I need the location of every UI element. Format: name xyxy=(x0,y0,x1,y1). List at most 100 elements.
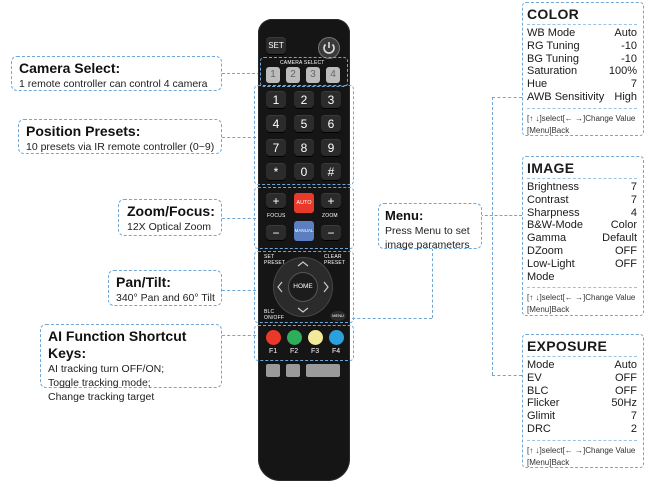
callout-title: Camera Select: xyxy=(19,60,121,76)
f1-button[interactable] xyxy=(266,330,281,345)
callout-position-presets: Position Presets: 10 presets via IR remo… xyxy=(18,119,222,154)
callout-title: Pan/Tilt: xyxy=(116,274,171,290)
camera-select-label: CAMERA SELECT xyxy=(280,60,325,66)
key-2[interactable]: 2 xyxy=(294,91,314,109)
panel-hint-line: [Menu]Back xyxy=(527,457,570,467)
setting-label: BLC xyxy=(527,384,549,397)
setting-value: Auto xyxy=(614,359,637,371)
setting-value: Default xyxy=(602,232,637,245)
key-0[interactable]: 0 xyxy=(294,163,314,181)
connector-menu-v xyxy=(432,248,433,318)
setting-label: AWB Sensitivity xyxy=(527,90,605,103)
blc-label: BLC ON/OFF xyxy=(264,309,285,321)
setting-label: DZoom xyxy=(527,244,564,257)
zoom-label: ZOOM xyxy=(322,213,338,219)
bracket-top xyxy=(492,97,522,98)
callout-title: AI Function Shortcut Keys: xyxy=(48,328,187,361)
callout-line: Press Menu to set xyxy=(385,225,470,237)
key-6[interactable]: 6 xyxy=(321,115,341,133)
setting-label: Mode xyxy=(527,270,555,283)
key-1[interactable]: 1 xyxy=(266,91,286,109)
key-7[interactable]: 7 xyxy=(266,139,286,157)
callout-camera-select: Camera Select: 1 remote controller can c… xyxy=(11,56,222,91)
zoom-minus-button[interactable]: − xyxy=(321,225,341,241)
callout-pan-tilt: Pan/Tilt: 340° Pan and 60° Tilt xyxy=(108,270,222,306)
key-8[interactable]: 8 xyxy=(294,139,314,157)
focus-plus-button[interactable]: + xyxy=(266,193,286,209)
key-9[interactable]: 9 xyxy=(321,139,341,157)
camera-2-button[interactable]: 2 xyxy=(286,67,300,83)
set-preset-label: SET PRESET xyxy=(264,254,286,266)
focus-minus-button[interactable]: − xyxy=(266,225,286,241)
clear-preset-label: CLEAR PRESET xyxy=(324,254,346,266)
setting-value: 100% xyxy=(608,65,637,78)
connector-pantilt xyxy=(222,290,256,291)
camera-select-frame xyxy=(260,57,348,87)
home-button[interactable]: HOME xyxy=(289,273,317,301)
panel-hint: [↑ ↓]select[← →]Change Value [Menu]Back xyxy=(527,107,637,137)
f4-button[interactable] xyxy=(329,330,344,345)
auto-button[interactable]: AUTO xyxy=(294,193,314,213)
grey-key-3[interactable] xyxy=(306,364,340,377)
menu-button[interactable]: MENU xyxy=(330,311,346,321)
callout-ai-shortcut: AI Function Shortcut Keys: AI tracking t… xyxy=(40,324,222,403)
setting-label: WB Mode xyxy=(527,27,576,39)
panel-hint-line: [Menu]Back xyxy=(527,305,570,315)
camera-3-button[interactable]: 3 xyxy=(306,67,320,83)
zoom-plus-button[interactable]: + xyxy=(321,193,341,209)
manual-button[interactable]: MANUAL xyxy=(294,221,314,241)
panel-hint: [↑ ↓]select[← →]Change Value [Menu]Back xyxy=(527,439,637,469)
setting-label: Flicker xyxy=(527,397,560,410)
panel-bracket xyxy=(492,97,493,375)
setting-row[interactable]: RG Tuning-10 xyxy=(527,40,637,53)
key-hash[interactable]: # xyxy=(321,163,341,181)
power-button[interactable] xyxy=(318,37,340,59)
setting-row[interactable]: BG Tuning-10 xyxy=(527,53,637,66)
callout-line: Toggle tracking mode; xyxy=(48,377,151,389)
f3-label: F3 xyxy=(311,348,320,355)
key-5[interactable]: 5 xyxy=(294,115,314,133)
function-keys-frame xyxy=(254,325,354,361)
key-star[interactable]: * xyxy=(266,163,286,181)
key-4[interactable]: 4 xyxy=(266,115,286,133)
callout-line: image parameters xyxy=(385,239,470,251)
setting-row[interactable]: Mode xyxy=(527,271,637,284)
keypad-frame xyxy=(254,85,354,185)
connector-ai xyxy=(222,335,256,336)
key-3[interactable]: 3 xyxy=(321,91,341,109)
callout-line: Change tracking target xyxy=(48,391,155,403)
grey-key-2[interactable] xyxy=(286,364,300,377)
camera-1-button[interactable]: 1 xyxy=(266,67,280,83)
camera-4-button[interactable]: 4 xyxy=(326,67,340,83)
set-button[interactable]: SET xyxy=(266,37,286,55)
f3-button[interactable] xyxy=(308,330,323,345)
callout-title: Zoom/Focus: xyxy=(127,203,215,219)
setting-value: 7 xyxy=(630,410,637,423)
f2-button[interactable] xyxy=(287,330,302,345)
f1-label: F1 xyxy=(269,348,278,355)
connector-camera xyxy=(222,73,260,74)
grey-key-1[interactable] xyxy=(266,364,280,377)
zoom-focus-frame xyxy=(254,187,354,249)
callout-desc: 340° Pan and 60° Tilt xyxy=(116,292,215,304)
